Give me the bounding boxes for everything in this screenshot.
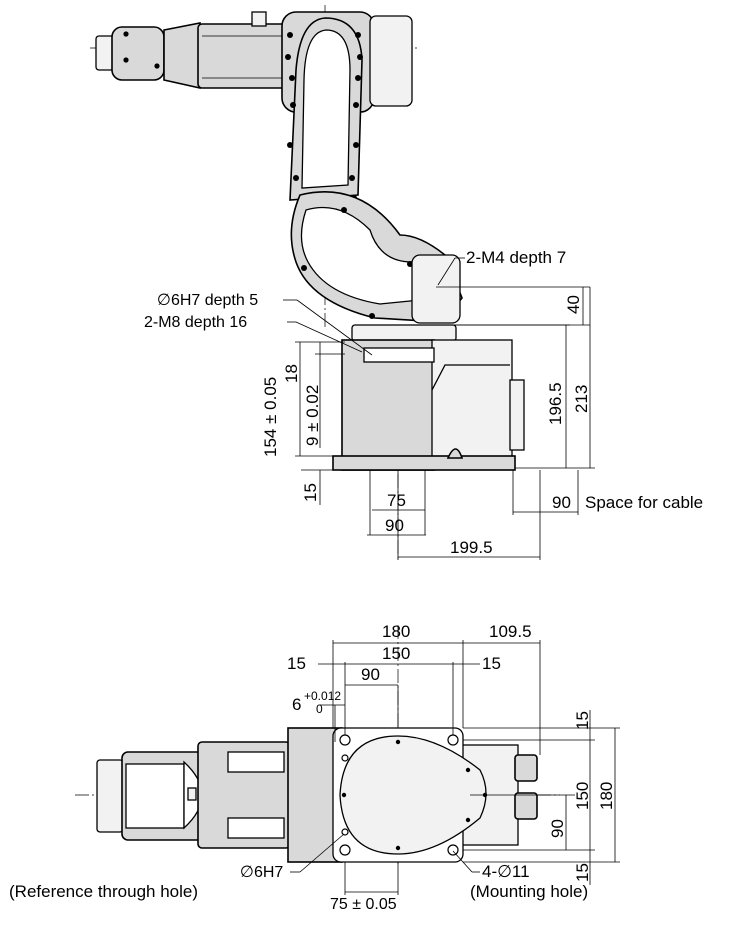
tool-flange	[95, 11, 289, 89]
dim-15-left: 15	[287, 654, 306, 673]
dim-90-cable: 90	[552, 493, 571, 512]
dim-75-side: 75	[387, 491, 406, 510]
dim-90-right: 90	[548, 819, 567, 838]
dim-15-side: 15	[301, 483, 320, 502]
dim-199-5: 199.5	[450, 538, 493, 557]
top-body	[287, 727, 538, 863]
dim-150-top: 150	[382, 644, 410, 663]
dim-phi6-depth: ∅6H7 depth 5	[157, 292, 258, 309]
top-tool	[96, 741, 291, 849]
upper-arm	[281, 11, 413, 201]
dim-109-5: 109.5	[489, 622, 532, 641]
dim-180-right: 180	[597, 782, 616, 810]
tolerance-upper: +0.012	[304, 689, 341, 703]
dim-180-top: 180	[382, 622, 410, 641]
dim-90-top: 90	[361, 665, 380, 684]
dim-75-tol: 75 ± 0.05	[330, 896, 397, 913]
dim-15-lower-right: 15	[573, 863, 592, 882]
reference-through-hole-label: (Reference through hole)	[9, 882, 198, 901]
phi6h7-label: ∅6H7	[240, 864, 283, 881]
top-view: 180 109.5 150 15 15 90 6 +0.012 0 15 150…	[9, 622, 620, 913]
dim-90-side: 90	[385, 516, 404, 535]
dim-9: 9 ± 0.02	[303, 385, 322, 446]
dim-m8: 2-M8 depth 16	[144, 314, 247, 331]
dim-15-right: 15	[482, 654, 501, 673]
tolerance-lower: 0	[316, 702, 323, 716]
tolerance-base: 6	[292, 695, 301, 714]
dim-18: 18	[282, 364, 301, 383]
dim-40: 40	[564, 295, 583, 314]
robot-base	[332, 324, 525, 471]
mounting-hole-label: (Mounting hole)	[470, 882, 588, 901]
dim-15-upper-right: 15	[573, 711, 592, 730]
dim-154: 154 ± 0.05	[261, 377, 280, 457]
lower-arm	[290, 191, 463, 324]
dim-213: 213	[572, 385, 591, 413]
dim-196-5: 196.5	[546, 382, 565, 425]
dim-m4: 2-M4 depth 7	[466, 248, 566, 267]
mounting-hole-count: 4-∅11	[482, 862, 530, 881]
dim-150-right: 150	[573, 782, 592, 810]
side-view: 2-M4 depth 7 40 ∅6H7 depth 5 2-M8 depth …	[90, 5, 703, 560]
space-for-cable-label: Space for cable	[585, 493, 703, 512]
